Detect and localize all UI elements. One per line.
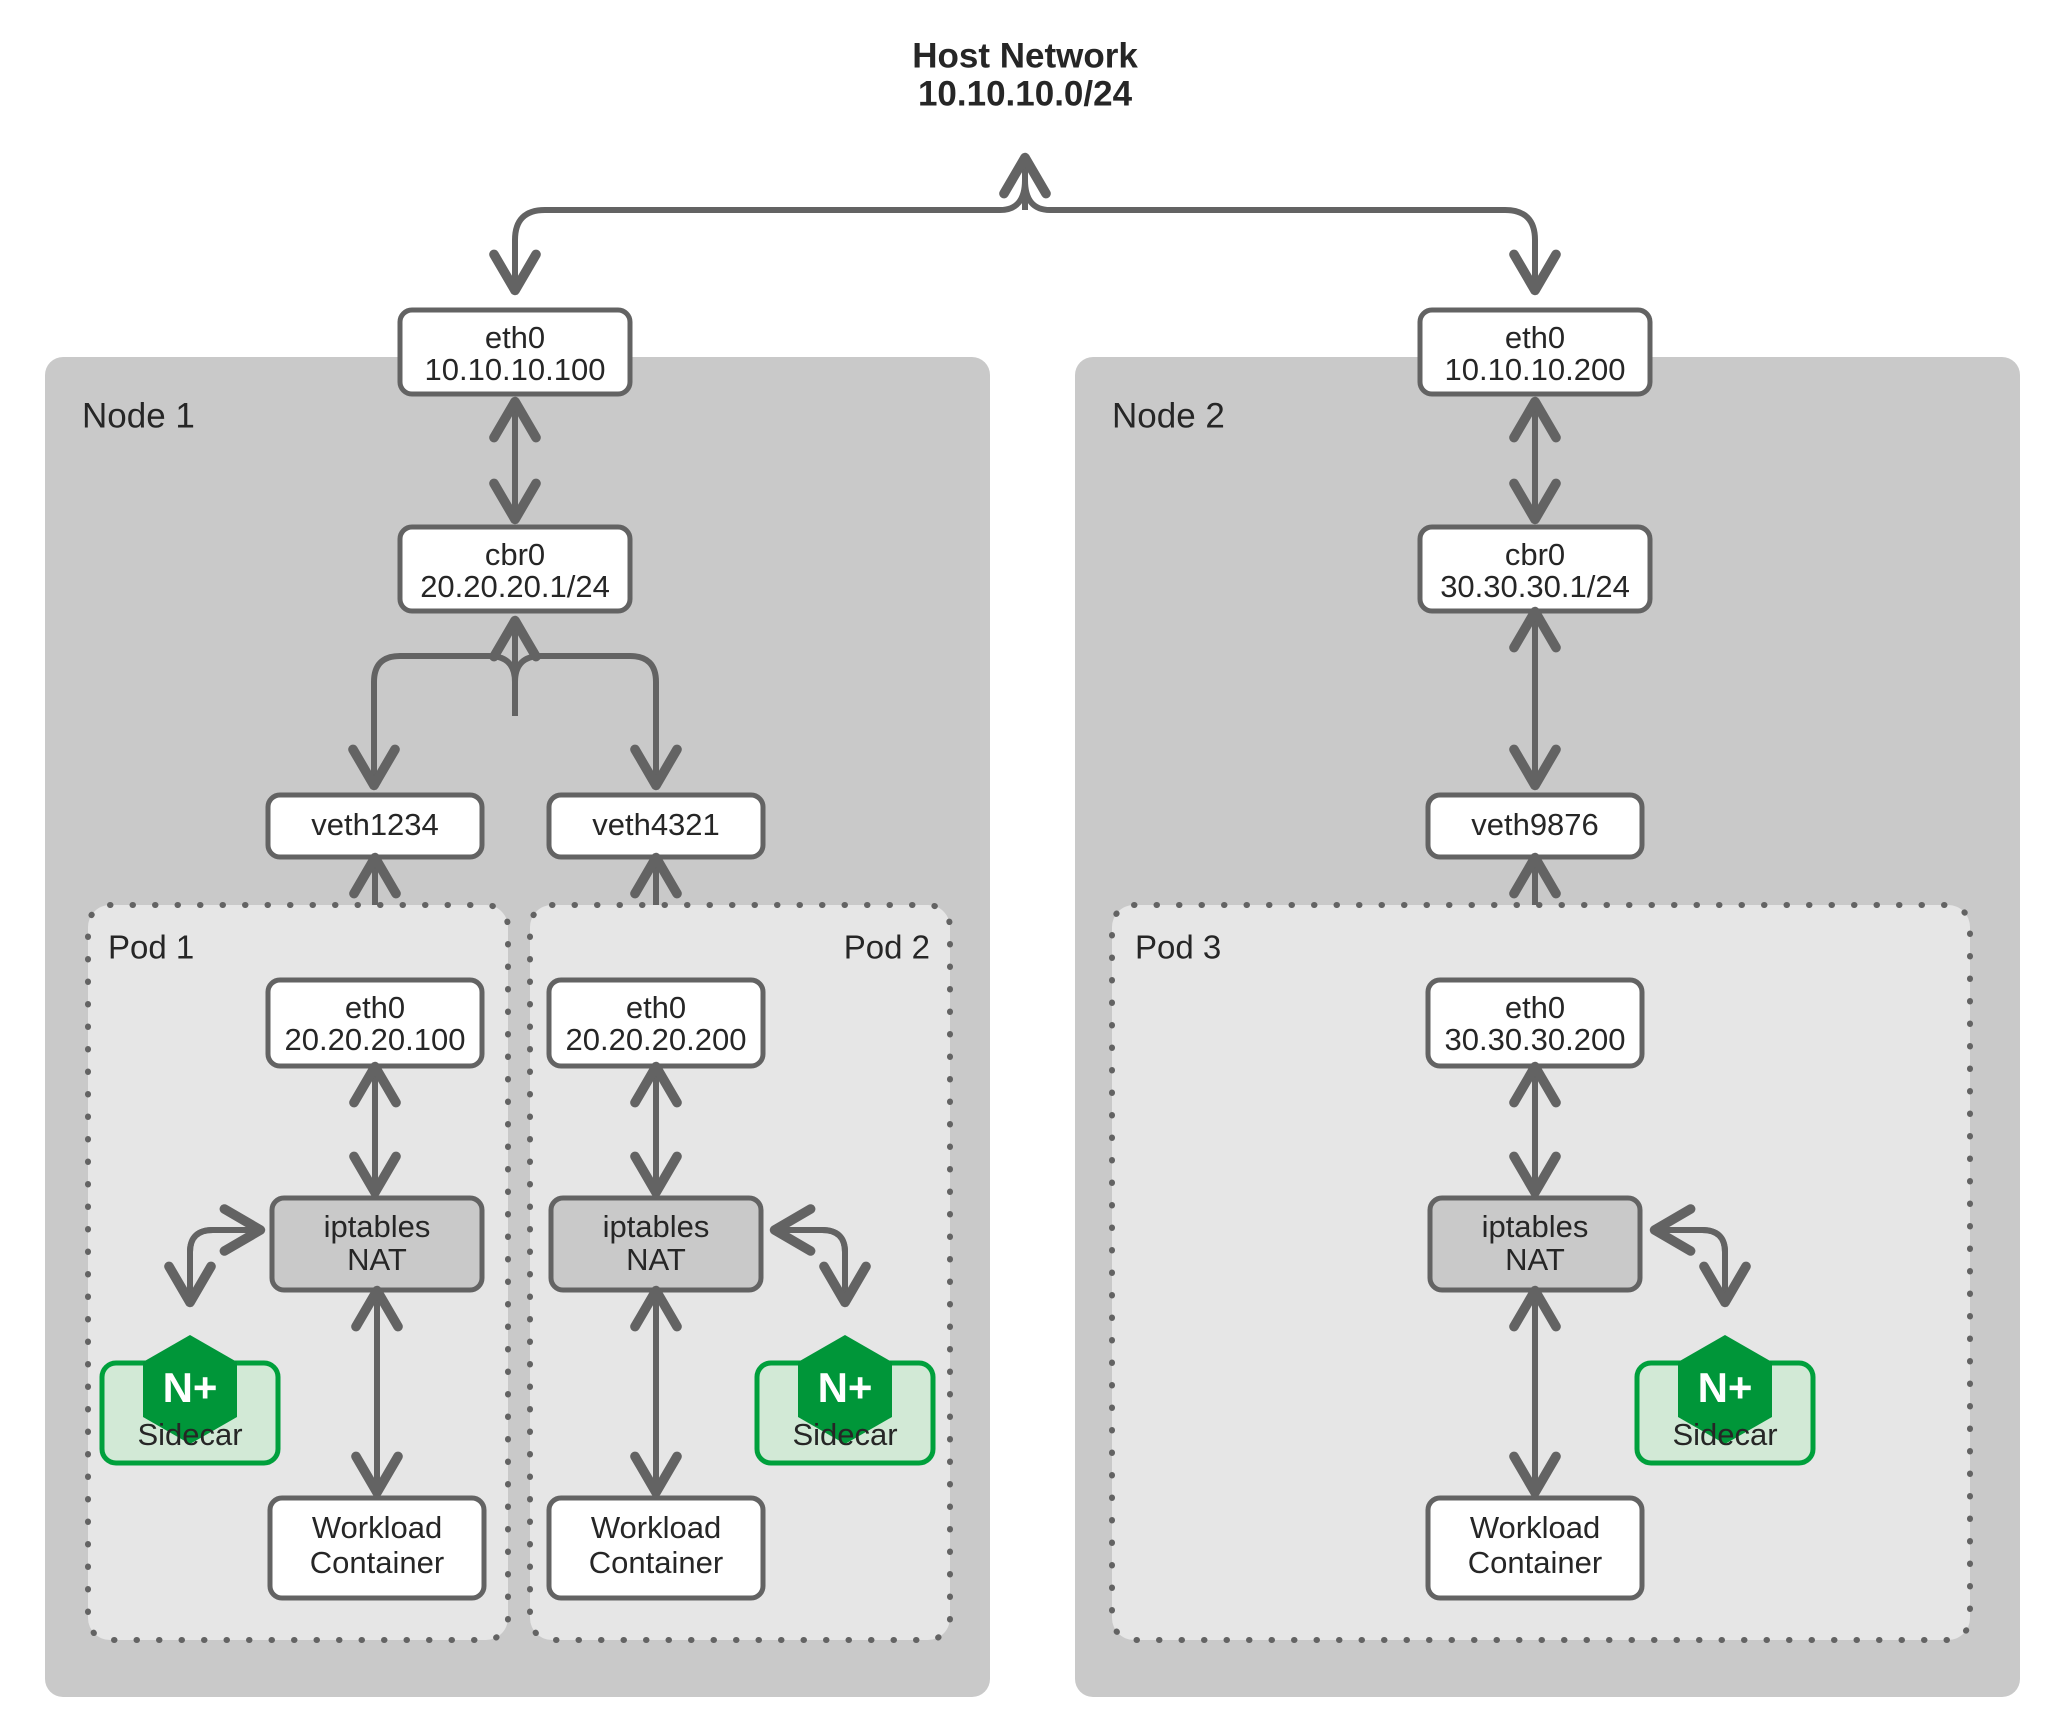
hexagon-shape xyxy=(143,1335,237,1444)
pod-1-label: Pod 1 xyxy=(108,929,194,966)
arrow-nat-to-sidecar-icon xyxy=(1657,1227,1751,1308)
pod-2-nat-line2: NAT xyxy=(626,1242,686,1277)
node-2-eth0-ip: 10.10.10.200 xyxy=(1444,352,1625,387)
node-2-label: Node 2 xyxy=(1112,396,1225,435)
connector-to-node1-arrow-icon xyxy=(489,154,1028,296)
pod-1-nat-line2: NAT xyxy=(347,1242,407,1277)
arrow-nat-to-sidecar-icon xyxy=(777,1227,871,1308)
pod-3-eth0-ip: 30.30.30.200 xyxy=(1444,1022,1625,1057)
node-1-veth1234-box[interactable]: veth1234 xyxy=(265,792,485,860)
pod-2-group: Pod 2 eth0 20.20.20.200 iptables NAT xyxy=(527,902,953,1643)
pod-3-sidecar-box[interactable]: N+ Sidecar xyxy=(1634,1335,1816,1466)
nginx-plus-hexagon-icon: N+ xyxy=(798,1335,892,1444)
pod-1-group: Pod 1 eth0 20.20.20.100 iptables NAT xyxy=(85,902,511,1643)
pod-2-iptables-nat-box[interactable]: iptables NAT xyxy=(548,1195,764,1293)
pod-3-iptables-nat-box[interactable]: iptables NAT xyxy=(1427,1195,1643,1293)
pod-1-workload-box[interactable]: Workload Container xyxy=(267,1495,487,1601)
pod-3-nat-sidecar-loop xyxy=(1649,1204,1751,1308)
hexagon-shape xyxy=(1678,1335,1772,1444)
node-2-eth0-rect[interactable] xyxy=(1417,307,1653,397)
pod-3-nat-line2: NAT xyxy=(1505,1242,1565,1277)
veth4321-label: veth4321 xyxy=(592,807,720,842)
node-1-label: Node 1 xyxy=(82,396,195,435)
pod-3-border xyxy=(1109,902,1973,1643)
node-1-cbr0-ip: 20.20.20.1/24 xyxy=(420,569,610,604)
node-1-eth0-ip: 10.10.10.100 xyxy=(424,352,605,387)
pod-3-workload-box[interactable]: Workload Container xyxy=(1425,1495,1645,1601)
pod-2-workload-line1: Workload xyxy=(591,1510,721,1545)
connector-to-node2-arrow-icon xyxy=(1022,154,1561,296)
host-network-title: Host Network 10.10.10.0/24 xyxy=(912,36,1138,113)
pod-1-eth0-name: eth0 xyxy=(345,990,405,1025)
pod-2-eth0-ip: 20.20.20.200 xyxy=(565,1022,746,1057)
node-1-eth0-name: eth0 xyxy=(485,320,545,355)
pod-1-sidecar-logo-text: N+ xyxy=(163,1364,218,1411)
node-1-eth0-rect[interactable] xyxy=(397,307,633,397)
pod-1-iptables-nat-box[interactable]: iptables NAT xyxy=(269,1195,485,1293)
node-2-cbr0-box[interactable]: cbr0 30.30.30.1/24 xyxy=(1417,524,1653,614)
pod-2-workload-box[interactable]: Workload Container xyxy=(546,1495,766,1601)
node-1-eth0-box[interactable]: eth0 10.10.10.100 xyxy=(397,307,633,397)
nginx-plus-hexagon-icon: N+ xyxy=(143,1335,237,1444)
pod-2-workload-rect[interactable] xyxy=(546,1495,766,1601)
node-1-cbr0-name: cbr0 xyxy=(485,537,545,572)
pod-3-eth0-name: eth0 xyxy=(1505,990,1565,1025)
pod-2-eth0-box[interactable]: eth0 20.20.20.200 xyxy=(546,977,766,1069)
pod-2-workload-line2: Container xyxy=(589,1545,723,1580)
node-1-cbr0-to-veth-connector xyxy=(348,615,682,791)
node-2-cbr0-name: cbr0 xyxy=(1505,537,1565,572)
host-network-title-line2: 10.10.10.0/24 xyxy=(918,74,1133,113)
pod-2-border xyxy=(527,902,953,1643)
pod-1-nat-line1: iptables xyxy=(324,1209,431,1244)
node-2-eth0-name: eth0 xyxy=(1505,320,1565,355)
pod-1-workload-line2: Container xyxy=(310,1545,444,1580)
pod-3-sidecar-logo-text: N+ xyxy=(1698,1364,1753,1411)
nginx-plus-hexagon-icon: N+ xyxy=(1678,1335,1772,1444)
hexagon-shape xyxy=(798,1335,892,1444)
node-2-group: Node 2 eth0 10.10.10.200 cbr0 30.30.30.1… xyxy=(1075,307,2020,1697)
pod-2-sidecar-box[interactable]: N+ Sidecar xyxy=(754,1335,936,1466)
pod-2-nat-sidecar-loop xyxy=(769,1204,871,1308)
pod-2-nat-line1: iptables xyxy=(603,1209,710,1244)
node-2-eth0-box[interactable]: eth0 10.10.10.200 xyxy=(1417,307,1653,397)
node-1-group: Node 1 eth0 10.10.10.100 cbr0 20.20.20.1… xyxy=(45,307,990,1697)
pod-1-sidecar-label: Sidecar xyxy=(137,1417,242,1452)
pod-3-workload-line2: Container xyxy=(1468,1545,1602,1580)
node-1-cbr0-rect[interactable] xyxy=(397,524,633,614)
pod-2-sidecar-logo-text: N+ xyxy=(818,1364,873,1411)
node-1-cbr0-box[interactable]: cbr0 20.20.20.1/24 xyxy=(397,524,633,614)
arrow-nat-to-sidecar-icon xyxy=(164,1227,258,1308)
pod-3-nat-line1: iptables xyxy=(1482,1209,1589,1244)
pod-3-label: Pod 3 xyxy=(1135,929,1221,966)
pod-1-border xyxy=(85,902,511,1643)
pod-3-workload-rect[interactable] xyxy=(1425,1495,1645,1601)
node-1-veth4321-box[interactable]: veth4321 xyxy=(546,792,766,860)
pod-1-workload-rect[interactable] xyxy=(267,1495,487,1601)
pod-1-nat-sidecar-loop xyxy=(164,1204,266,1308)
pod-1-sidecar-box[interactable]: N+ Sidecar xyxy=(99,1335,281,1466)
node-2-veth9876-box[interactable]: veth9876 xyxy=(1425,792,1645,860)
pod-1-eth0-box[interactable]: eth0 20.20.20.100 xyxy=(265,977,485,1069)
pod-2-sidecar-label: Sidecar xyxy=(792,1417,897,1452)
pod-2-label: Pod 2 xyxy=(844,929,930,966)
veth1234-label: veth1234 xyxy=(311,807,439,842)
host-network-title-line1: Host Network xyxy=(912,36,1138,75)
pod-2-eth0-name: eth0 xyxy=(626,990,686,1025)
pod-1-eth0-ip: 20.20.20.100 xyxy=(284,1022,465,1057)
pod-1-workload-line1: Workload xyxy=(312,1510,442,1545)
pod-3-sidecar-label: Sidecar xyxy=(1672,1417,1777,1452)
veth9876-label: veth9876 xyxy=(1471,807,1599,842)
pod-3-eth0-box[interactable]: eth0 30.30.30.200 xyxy=(1425,977,1645,1069)
node-2-cbr0-ip: 30.30.30.1/24 xyxy=(1440,569,1630,604)
pod-3-group: Pod 3 eth0 30.30.30.200 iptables NAT xyxy=(1109,902,1973,1643)
host-network-connector xyxy=(489,152,1561,296)
pod-3-workload-line1: Workload xyxy=(1470,1510,1600,1545)
